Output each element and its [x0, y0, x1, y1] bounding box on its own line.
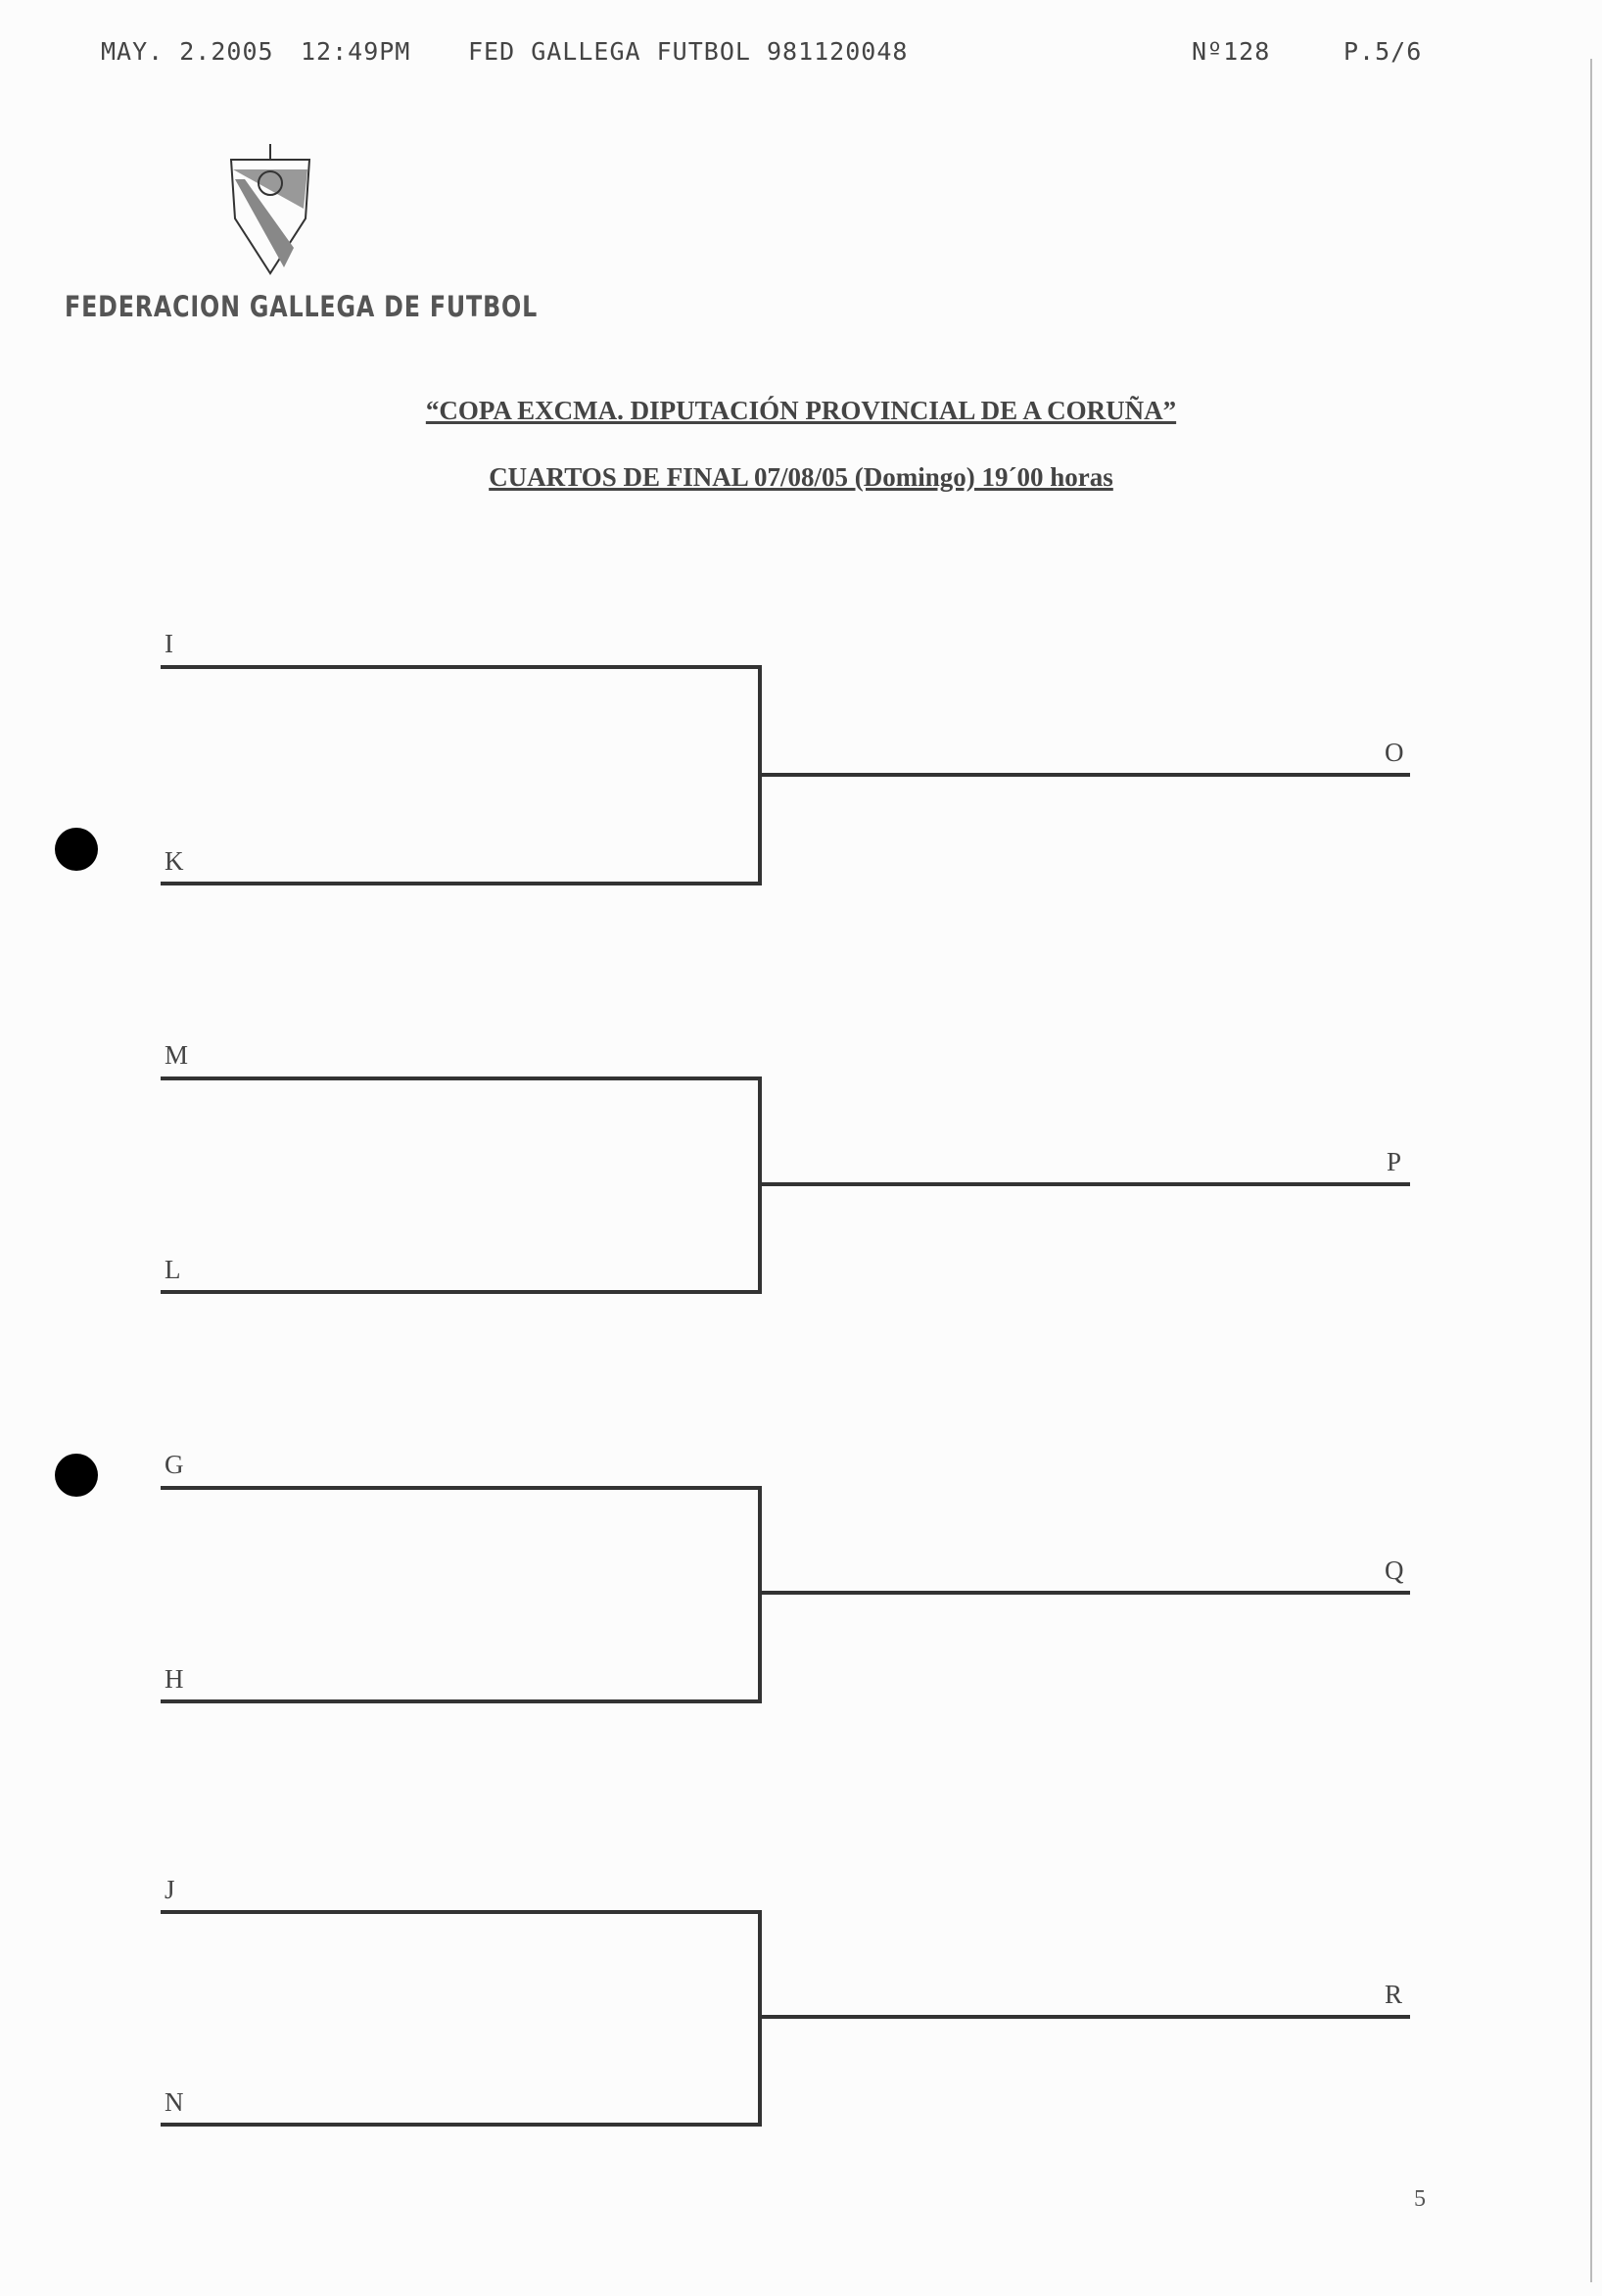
fax-sender: FED GALLEGA FUTBOL 981120048 — [468, 37, 909, 66]
bracket-connector — [758, 1910, 762, 2127]
fax-time: 12:49PM — [301, 37, 411, 66]
winner-slot: O — [1385, 738, 1404, 767]
team-slot-top: I — [165, 629, 173, 658]
team-slot-bottom: L — [165, 1255, 181, 1284]
bracket-line-winner — [762, 1182, 1410, 1186]
bracket-connector — [758, 1486, 762, 1703]
team-slot-top: G — [165, 1450, 184, 1479]
winner-slot: Q — [1385, 1555, 1404, 1585]
bracket-connector — [758, 665, 762, 885]
team-slot-top: M — [165, 1040, 189, 1070]
bracket-line-top — [161, 1486, 762, 1490]
page-number: 5 — [1414, 2186, 1426, 2212]
bracket-line-bottom — [161, 1290, 762, 1294]
winner-slot: P — [1387, 1147, 1402, 1176]
round-subtitle-text: CUARTOS DE FINAL 07/08/05 (Domingo) 19´0… — [489, 462, 1113, 492]
bracket-line-bottom — [161, 882, 762, 885]
federation-shield-logo — [225, 140, 315, 277]
bracket-connector — [758, 1076, 762, 1294]
organization-name: FEDERACION GALLEGA DE FUTBOL — [65, 290, 539, 323]
bracket-line-winner — [762, 773, 1410, 777]
team-slot-top: J — [165, 1875, 175, 1904]
round-subtitle: CUARTOS DE FINAL 07/08/05 (Domingo) 19´0… — [0, 462, 1602, 493]
bracket-line-winner — [762, 2015, 1410, 2019]
fax-page: P.5/6 — [1343, 37, 1423, 66]
team-slot-bottom: H — [165, 1664, 184, 1694]
fax-date: MAY. 2.2005 — [101, 37, 274, 66]
bracket-line-bottom — [161, 2123, 762, 2127]
team-slot-bottom: K — [165, 846, 184, 876]
binder-hole-mark — [55, 828, 98, 871]
bracket-line-top — [161, 1910, 762, 1914]
binder-hole-mark — [55, 1454, 98, 1497]
competition-title: “COPA EXCMA. DIPUTACIÓN PROVINCIAL DE A … — [0, 396, 1602, 426]
team-slot-bottom: N — [165, 2087, 184, 2117]
scan-edge-line — [1590, 59, 1592, 2282]
bracket-line-top — [161, 1076, 762, 1080]
bracket-line-top — [161, 665, 762, 669]
fax-number: Nº128 — [1192, 37, 1271, 66]
bracket-line-bottom — [161, 1699, 762, 1703]
bracket-line-winner — [762, 1591, 1410, 1595]
winner-slot: R — [1385, 1980, 1403, 2009]
competition-title-text: “COPA EXCMA. DIPUTACIÓN PROVINCIAL DE A … — [425, 396, 1177, 425]
